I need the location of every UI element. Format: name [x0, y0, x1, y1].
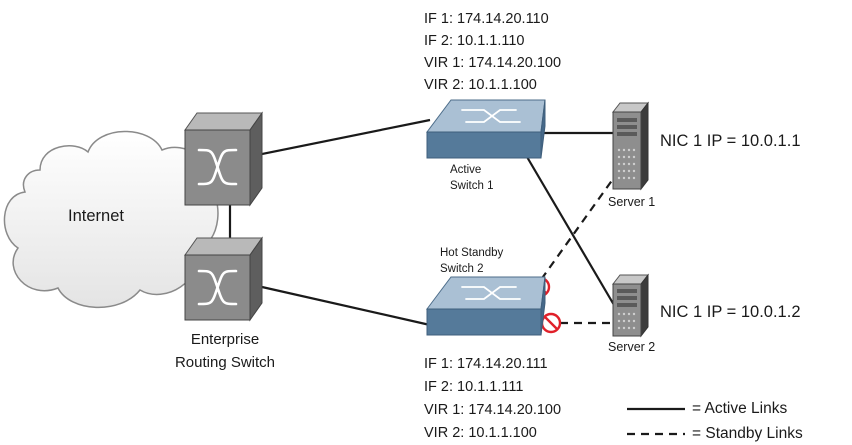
server2-label: Server 2: [608, 340, 656, 354]
server1-label: Server 1: [608, 195, 656, 209]
blocked-icon: [540, 312, 562, 334]
legend-standby-label: = Standby Links: [692, 425, 803, 442]
switch2-ip-line: IF 2: 10.1.1.111: [424, 379, 524, 395]
switch1-label-line1: Active: [450, 164, 482, 176]
switch-cross-icon: [197, 148, 238, 186]
switch2-label-line1: Hot Standby: [440, 247, 504, 259]
server2-nic: NIC 1 IP = 10.0.1.2: [660, 303, 801, 321]
switch1-ip-line: VIR 1: 174.14.20.100: [424, 55, 562, 71]
link-switch1-server2: [519, 144, 615, 306]
enterprise-label-line2: Routing Switch: [174, 354, 276, 371]
server1-icon: [611, 101, 650, 191]
switch2-ip-line: VIR 2: 10.1.1.100: [424, 425, 537, 441]
enterprise-label-line1: Enterprise: [190, 331, 260, 348]
link-router2-switch2: [261, 285, 431, 327]
switch1-ip-line: IF 2: 10.1.1.110: [424, 33, 525, 49]
switch2-label-line2: Switch 2: [440, 263, 484, 275]
internet-label: Internet: [68, 207, 124, 225]
switch-cross-icon: [197, 269, 238, 306]
active-links: [228, 118, 615, 327]
switch2-icon: [426, 276, 546, 336]
switch1-label-line2: Switch 1: [450, 180, 494, 192]
link-switch2-server1: [524, 171, 619, 303]
switch2-ip-line: IF 1: 174.14.20.111: [424, 356, 548, 372]
legend-active-label: = Active Links: [692, 400, 788, 417]
standby-links: [524, 171, 619, 325]
switch1-icon: [426, 99, 546, 159]
switch1-ip-line: VIR 2: 10.1.1.100: [424, 77, 537, 93]
internet-cloud: [3, 130, 219, 309]
enterprise-router-bottom: [184, 236, 263, 322]
server1-nic: NIC 1 IP = 10.0.1.1: [660, 132, 801, 150]
enterprise-router-top: [184, 111, 263, 207]
server2-icon: [611, 273, 650, 338]
switch1-ip-line: IF 1: 174.14.20.110: [424, 11, 549, 27]
switch2-ip-line: VIR 1: 174.14.20.100: [424, 402, 562, 418]
link-router1-switch1: [251, 118, 431, 158]
